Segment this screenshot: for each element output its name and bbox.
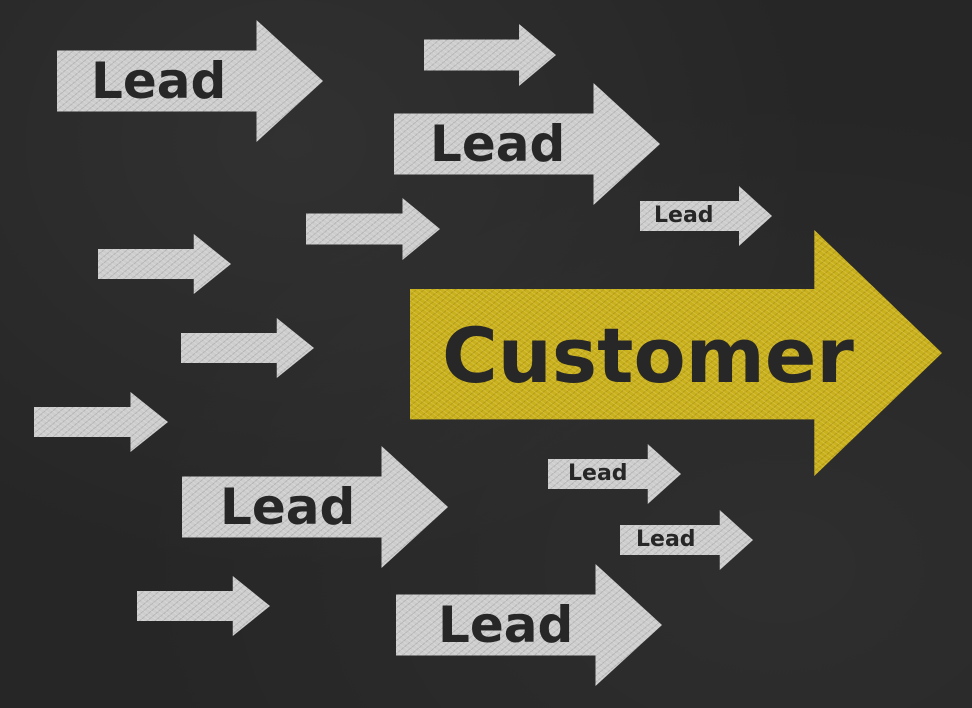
lead-label: Lead bbox=[438, 596, 574, 654]
customer-label: Customer bbox=[442, 311, 854, 400]
lead-label: Lead bbox=[430, 115, 566, 173]
lead-label: Lead bbox=[220, 478, 356, 536]
plain-arrow bbox=[34, 392, 168, 452]
lead-label: Lead bbox=[636, 527, 696, 552]
lead-arrow-small: Lead bbox=[640, 186, 772, 246]
lead-label: Lead bbox=[568, 461, 628, 486]
lead-arrow-small: Lead bbox=[548, 444, 681, 504]
lead-label: Lead bbox=[654, 203, 714, 228]
lead-arrow: Lead bbox=[394, 83, 660, 205]
plain-arrow bbox=[424, 24, 556, 86]
lead-label: Lead bbox=[91, 52, 227, 110]
plain-arrow bbox=[98, 234, 231, 294]
lead-arrow-small: Lead bbox=[620, 510, 753, 570]
plain-arrow bbox=[306, 198, 440, 260]
lead-arrow: Lead bbox=[396, 564, 662, 686]
plain-arrow bbox=[137, 576, 270, 636]
customer-arrow: Customer bbox=[410, 230, 942, 476]
lead-arrow: Lead bbox=[57, 20, 323, 142]
lead-arrow: Lead bbox=[182, 446, 448, 568]
plain-arrow bbox=[181, 318, 314, 378]
